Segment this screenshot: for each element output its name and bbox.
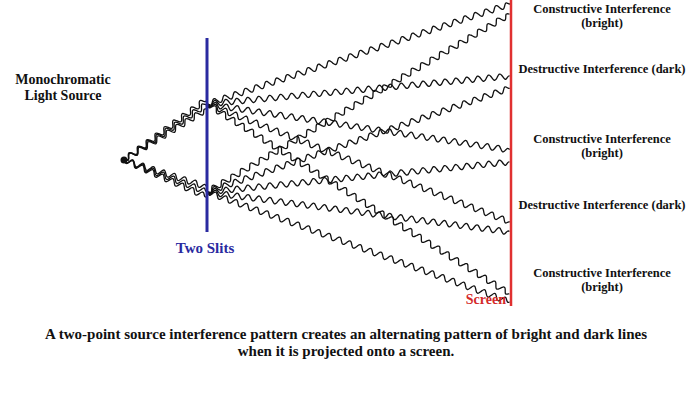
wave-stroke [207, 104, 509, 294]
wave-stroke [207, 192, 510, 302]
wave-stroke [124, 104, 207, 160]
light-source-dot [121, 157, 128, 164]
light-waves [124, 3, 510, 302]
figure-caption: A two-point source interference pattern … [40, 326, 652, 361]
wave-stroke [124, 99, 207, 160]
slits-label: Two Slits [150, 240, 260, 257]
pattern-label: Destructive Interference (dark) [514, 62, 690, 76]
pattern-label: Constructive Interference (bright) [514, 132, 690, 161]
wave-stroke [124, 160, 206, 192]
source-label: Monochromatic Light Source [4, 72, 122, 104]
wave-stroke [124, 109, 206, 160]
screen-label: Screen [420, 292, 506, 308]
pattern-label: Constructive Interference (bright) [514, 2, 690, 31]
wave-stroke [124, 160, 206, 197]
two-slits-barrier [206, 38, 209, 232]
pattern-label: Destructive Interference (dark) [514, 198, 690, 212]
pattern-label: Constructive Interference (bright) [514, 266, 690, 295]
screen-line [510, 0, 513, 306]
wave-stroke [124, 160, 207, 188]
wave-stroke [207, 190, 509, 234]
wave-stroke [207, 102, 510, 151]
wave-stroke [207, 3, 510, 105]
wave-stroke [207, 87, 510, 193]
wave-stroke [207, 160, 509, 194]
